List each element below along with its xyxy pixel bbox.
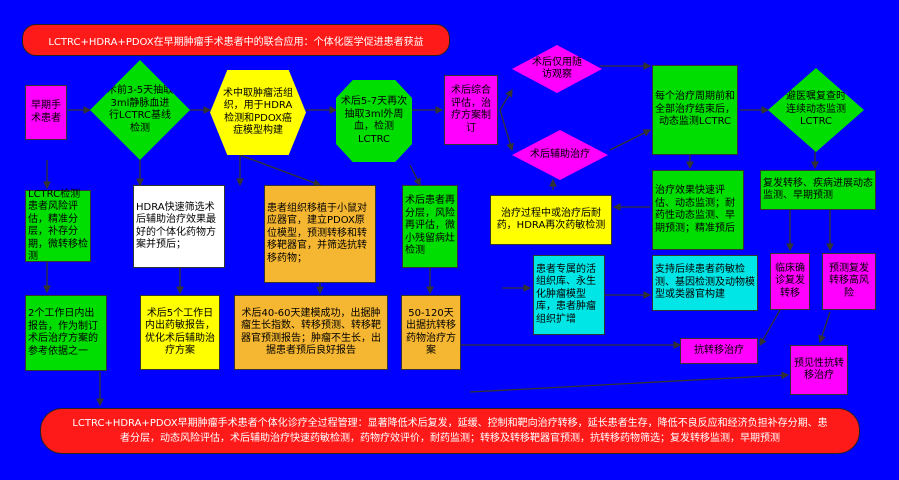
node-early-surgery-patient: 早期手术患者 bbox=[25, 85, 67, 140]
node-postop-evaluation: 术后综合评估，治疗方案制订 bbox=[444, 75, 498, 145]
node-report-50-120-days: 50-120天出据抗转移药物治疗方案 bbox=[401, 295, 461, 370]
node-resistance-hdra-retest: 治疗过程中或治疗后耐药，HDRA再次药敏检测 bbox=[490, 195, 612, 245]
node-hdra-fast-screening: HDRA快速筛选术后辅助治疗效果最好的个体化药物方案并预后； bbox=[133, 185, 225, 268]
node-high-risk-prediction: 预测复发转移高风险 bbox=[822, 253, 876, 310]
bottom-summary-banner: LCTRC+HDRA+PDOX早期肿瘤手术患者个体化诊疗全过程管理：显著降低术后… bbox=[40, 408, 860, 454]
node-report-2-days: 2个工作日内出报告，作为制订术后治疗方案的参考依据之一 bbox=[25, 295, 107, 371]
node-cycle-lctrc-monitor: 每个治疗周期前和全部治疗结束后，动态监测LCTRC bbox=[652, 65, 738, 155]
node-downstream-support: 支持后续患者药敏检测、基因检测及动物模型或类器官构建 bbox=[652, 255, 758, 311]
node-lctrc-risk-stratification: LCTRC检测患者风险评估，精准分层，补存分期，微转移检测 bbox=[25, 189, 91, 262]
node-intraop-tissue: 术中取肿瘤活组织，用于HDRA检测和PDOX癌症模型构建 bbox=[210, 70, 306, 155]
node-biobank: 患者专属的活组织库、永生化肿瘤模型库，患者肿瘤组织扩增 bbox=[533, 255, 605, 335]
node-prophylactic-anti-metastasis: 预见性抗转移治疗 bbox=[790, 345, 848, 395]
node-report-5-days: 术后5个工作日内出药敏报告，优化术后辅助治疗方案 bbox=[140, 295, 220, 370]
node-clinical-relapse-confirmed: 临床确诊复发转移 bbox=[770, 253, 810, 310]
top-title-banner: LCTRC+HDRA+PDOX在早期肿瘤手术患者中的联合应用：个体化医学促进患者… bbox=[22, 24, 450, 56]
node-postop-5-7-day-lctrc: 术后5-7天再次抽取3ml外周血，检测LCTRC bbox=[336, 80, 412, 162]
node-pdox-model-build: 患者组织移植于小鼠对应器官，建立PDOX原位模型，预测转移和转移靶器官，并筛选抗… bbox=[264, 185, 376, 283]
node-anti-metastasis-therapy: 抗转移治疗 bbox=[680, 338, 758, 364]
node-efficacy-monitoring: 治疗效果快速评估、动态监测；耐药性动态监测、早期预测；精准预后 bbox=[652, 170, 744, 250]
node-report-40-60-days: 术后40-60天建模成功，出据肿瘤生长指数、转移预测、转移靶器官预测报告；肿瘤不… bbox=[234, 295, 388, 370]
node-relapse-metastasis-monitor: 复发转移、疾病进展动态监测、早期预测 bbox=[760, 170, 876, 210]
node-restratification: 术后患者再分层，风险再评估，微小残留病灶检测 bbox=[402, 185, 458, 268]
